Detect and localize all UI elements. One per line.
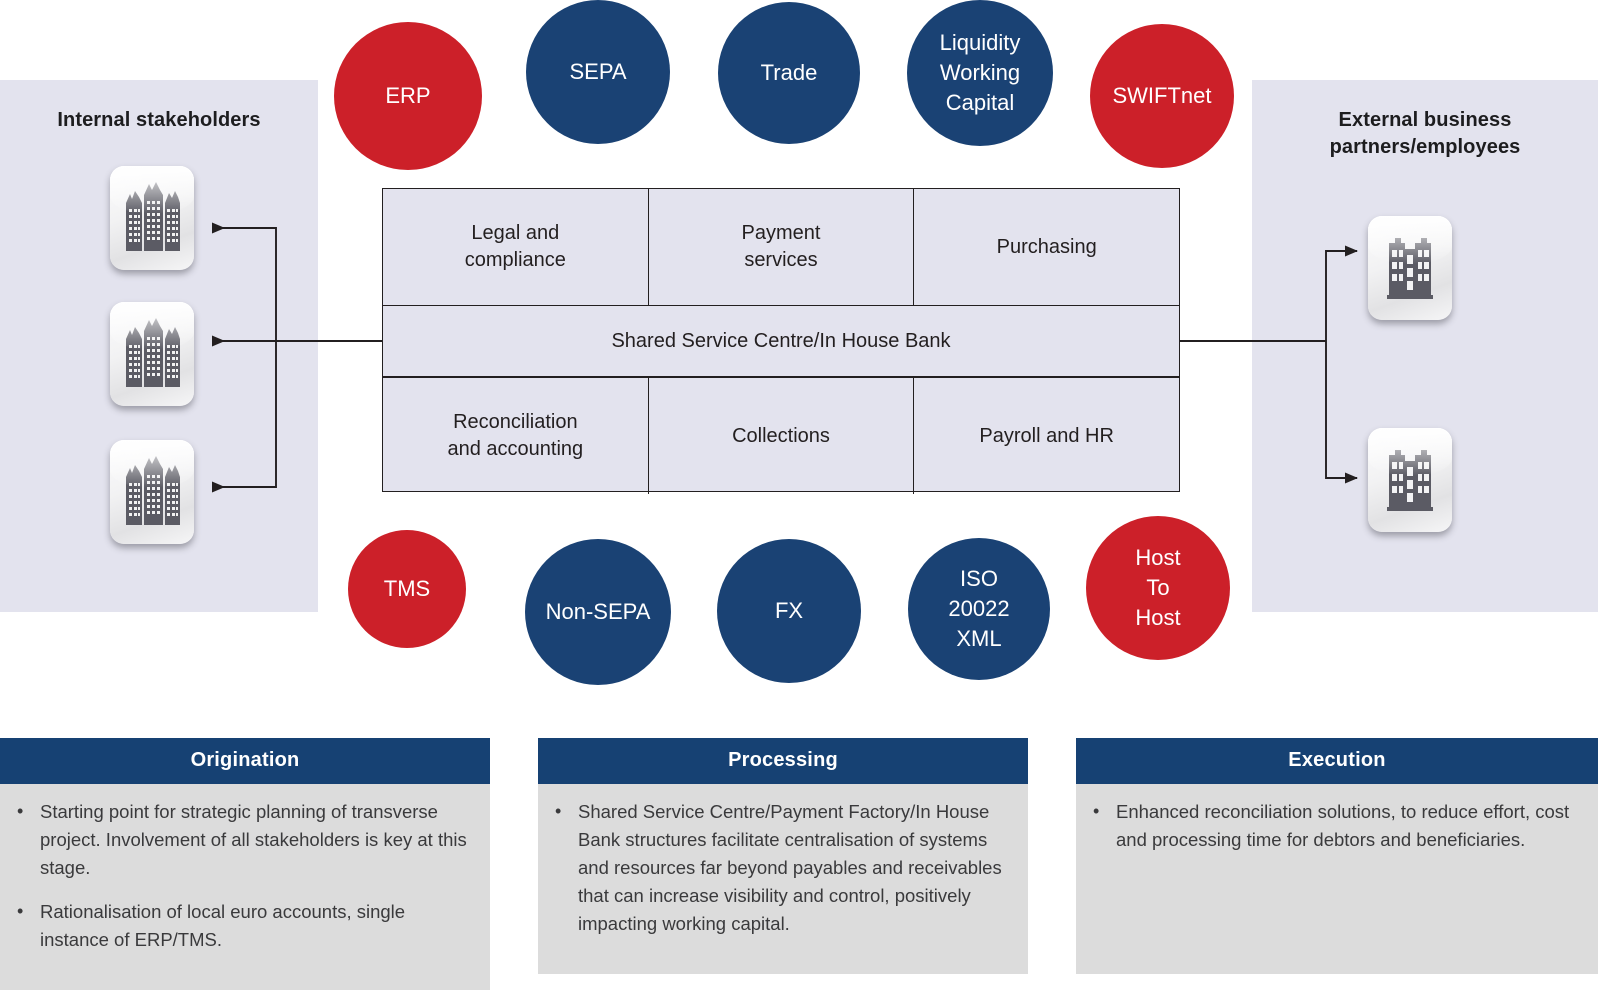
core-cell-line2: compliance xyxy=(464,249,566,271)
channel-circle-label-line2: 20022 xyxy=(948,596,1010,621)
core-cell-legal-and-compliance[interactable]: Legal and compliance xyxy=(383,189,648,305)
channel-circle-label-line1: Host xyxy=(1135,545,1181,570)
core-cell-payroll-and-hr[interactable]: Payroll and HR xyxy=(913,378,1179,494)
core-cell-line1: Payment xyxy=(741,222,821,244)
channel-circle-label: SWIFTnet xyxy=(1112,83,1212,108)
office-towers-icon xyxy=(110,166,194,270)
core-cell-line1: Purchasing xyxy=(996,235,1097,258)
channel-circle-fx[interactable]: FX xyxy=(717,539,861,683)
stage-title-origination: Origination xyxy=(0,738,490,784)
core-grid-bottom-row: Reconciliation and accounting Collection… xyxy=(383,378,1179,494)
channel-circle-label-line2: To xyxy=(1146,575,1170,600)
core-cell-payment-services[interactable]: Payment services xyxy=(647,189,914,305)
channel-circle-host-to-host[interactable]: Host To Host xyxy=(1086,516,1230,660)
channel-circle-label: SEPA xyxy=(569,59,627,84)
core-cell-line1: Payroll and HR xyxy=(979,424,1114,447)
internal-stakeholders-title: Internal stakeholders xyxy=(57,109,261,131)
stage-title-execution: Execution xyxy=(1076,738,1598,784)
channel-circle-label-line3: XML xyxy=(956,626,1002,651)
channel-circle-label: TMS xyxy=(383,576,431,601)
channel-circle-sepa[interactable]: SEPA xyxy=(526,0,670,144)
core-cell-line2: services xyxy=(744,249,818,271)
office-building-icon xyxy=(1368,216,1452,320)
channel-circle-label: ERP xyxy=(385,83,431,108)
core-cell-line1: Collections xyxy=(732,424,830,447)
external-partners-title-line1: External business xyxy=(1338,109,1512,131)
channel-circle-tms[interactable]: TMS xyxy=(348,530,466,648)
stage-body-execution: Enhanced reconciliation solutions, to re… xyxy=(1076,784,1598,974)
stage-body-origination: Starting point for strategic planning of… xyxy=(0,784,490,990)
channel-circle-label-line3: Capital xyxy=(945,90,1015,115)
core-grid-middle-row: Shared Service Centre/In House Bank xyxy=(383,305,1179,378)
core-cell-purchasing[interactable]: Purchasing xyxy=(913,189,1179,305)
channel-circle-trade[interactable]: Trade xyxy=(718,2,860,144)
stage-card-origination: Origination Starting point for strategic… xyxy=(0,738,490,990)
core-functions-grid: Legal and compliance Payment services Pu… xyxy=(382,188,1180,494)
stage-card-execution: Execution Enhanced reconciliation soluti… xyxy=(1076,738,1598,974)
office-building-icon xyxy=(1368,428,1452,532)
internal-stakeholders-panel: Internal stakeholders xyxy=(0,80,318,612)
list-item: Starting point for strategic planning of… xyxy=(17,797,472,882)
core-cell-line1: Reconciliation xyxy=(453,411,578,433)
channel-circle-non-sepa[interactable]: Non-SEPA xyxy=(525,539,671,685)
channel-circle-swiftnet[interactable]: SWIFTnet xyxy=(1090,24,1234,168)
core-cell-shared-service-centre[interactable]: Shared Service Centre/In House Bank xyxy=(611,329,951,352)
core-cell-line2: and accounting xyxy=(447,438,584,460)
list-item: Enhanced reconciliation solutions, to re… xyxy=(1093,797,1580,854)
channel-circle-label-line1: Liquidity xyxy=(939,30,1021,55)
stage-body-processing: Shared Service Centre/Payment Factory/In… xyxy=(538,784,1028,974)
stage-card-processing: Processing Shared Service Centre/Payment… xyxy=(538,738,1028,974)
office-towers-icon xyxy=(110,302,194,406)
channel-circle-label-line3: Host xyxy=(1135,605,1181,630)
channel-circle-erp[interactable]: ERP xyxy=(334,22,482,170)
channel-circle-liquidity-working-capital[interactable]: Liquidity Working Capital xyxy=(907,0,1053,146)
external-partners-title: External business partners/employees xyxy=(1252,107,1598,161)
core-cell-reconciliation-and-accounting[interactable]: Reconciliation and accounting xyxy=(383,378,648,494)
external-partners-title-line2: partners/employees xyxy=(1329,136,1521,158)
list-item: Rationalisation of local euro accounts, … xyxy=(17,897,472,954)
channel-circle-label: Non-SEPA xyxy=(545,599,651,624)
external-partners-panel: External business partners/employees xyxy=(1252,80,1598,612)
list-item: Shared Service Centre/Payment Factory/In… xyxy=(555,797,1010,938)
core-cell-line1: Legal and xyxy=(471,222,560,244)
channel-circle-label: FX xyxy=(774,598,804,623)
channel-circle-label-line1: ISO xyxy=(960,566,998,591)
core-grid-top-row: Legal and compliance Payment services Pu… xyxy=(383,189,1179,305)
office-towers-icon xyxy=(110,440,194,544)
channel-circle-label-line2: Working xyxy=(939,60,1021,85)
channel-circle-iso-20022-xml[interactable]: ISO 20022 XML xyxy=(908,538,1050,680)
core-cell-collections[interactable]: Collections xyxy=(647,378,914,494)
channel-circle-label: Trade xyxy=(760,60,818,85)
stage-title-processing: Processing xyxy=(538,738,1028,784)
